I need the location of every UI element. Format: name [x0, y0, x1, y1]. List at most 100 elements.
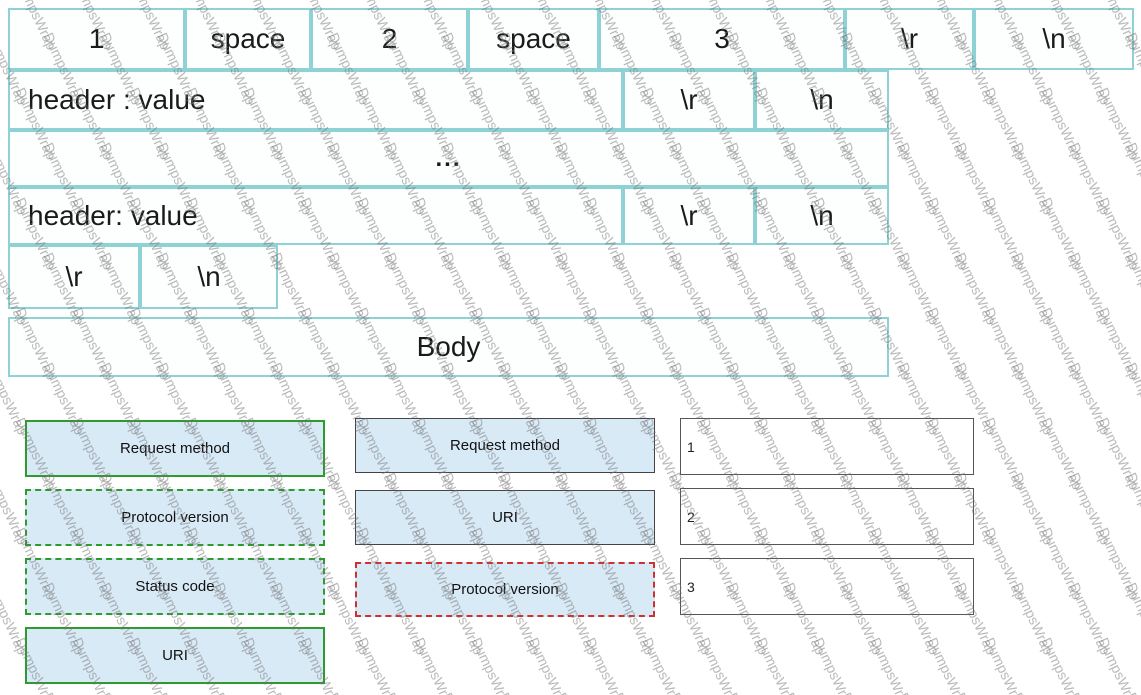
watermark-text: DumpsWrap — [1123, 140, 1141, 218]
target-slot-2[interactable]: 2 — [680, 488, 974, 545]
watermark-text: DumpsWrap — [1123, 580, 1141, 658]
option-uri[interactable]: URI — [25, 627, 325, 684]
watermark-text: DumpsWrap — [1095, 305, 1141, 383]
watermark-text: DumpsWrap — [439, 250, 487, 328]
option-protocol-version[interactable]: Protocol version — [25, 489, 325, 546]
watermark-text: DumpsWrap — [639, 635, 687, 695]
placed-answer-uri[interactable]: URI — [355, 490, 655, 545]
watermark-text: DumpsWrap — [867, 635, 915, 695]
msg-cell-label: space — [210, 23, 286, 54]
msg-cell-label: header: value — [28, 200, 198, 231]
watermark-text: DumpsWrap — [1066, 470, 1114, 548]
watermark-text: DumpsWrap — [924, 305, 972, 383]
watermark-text: DumpsWrap — [1095, 525, 1141, 603]
watermark-text: DumpsWrap — [667, 250, 715, 328]
watermark-text: DumpsWrap — [810, 635, 858, 695]
msg-cell-cr-3: \r — [623, 187, 755, 245]
msg-cell-label: \r — [900, 23, 919, 54]
option-status-code[interactable]: Status code — [25, 558, 325, 615]
watermark-text: DumpsWrap — [354, 635, 402, 695]
placed-answer-request-method[interactable]: Request method — [355, 418, 655, 473]
watermark-text: DumpsWrap — [1009, 360, 1057, 438]
watermark-text: DumpsWrap — [325, 690, 372, 695]
watermark-text: DumpsWrap — [924, 635, 972, 695]
watermark-text: DumpsWrap — [1095, 195, 1141, 273]
watermark-text: DumpsWrap — [1038, 85, 1086, 163]
watermark-text: DumpsWrap — [439, 690, 486, 695]
target-slot-3[interactable]: 3 — [680, 558, 974, 615]
watermark-text: DumpsWrap — [496, 250, 544, 328]
watermark-text: DumpsWrap — [1123, 250, 1141, 328]
watermark-text: DumpsWrap — [1009, 690, 1056, 695]
msg-cell-lf-2: \n — [755, 70, 889, 130]
watermark-text: DumpsWrap — [1066, 250, 1114, 328]
watermark-text: DumpsWrap — [553, 250, 601, 328]
watermark-text: DumpsWrap — [981, 305, 1029, 383]
msg-cell-token-3: 3 — [599, 8, 845, 70]
option-label: Request method — [119, 440, 231, 457]
watermark-text: DumpsWrap — [610, 690, 657, 695]
msg-cell-label: 3 — [714, 23, 730, 54]
watermark-text: DumpsWrap — [1038, 305, 1086, 383]
option-label: URI — [162, 647, 188, 664]
watermark-text: DumpsWrap — [924, 195, 972, 273]
watermark-text: DumpsWrap — [667, 690, 714, 695]
watermark-text: DumpsWrap — [1009, 470, 1057, 548]
watermark-text: DumpsWrap — [1038, 525, 1086, 603]
watermark-text: DumpsWrap — [0, 525, 3, 603]
msg-cell-label: \n — [810, 200, 834, 231]
msg-cell-body: Body — [8, 317, 889, 377]
watermark-text: DumpsWrap — [0, 85, 3, 163]
watermark-text: DumpsWrap — [0, 415, 3, 493]
msg-cell-label: Body — [416, 331, 481, 362]
watermark-text: DumpsWrap — [952, 690, 999, 695]
msg-cell-label: \r — [680, 84, 698, 115]
watermark-text: DumpsWrap — [1009, 250, 1057, 328]
option-request-method[interactable]: Request method — [25, 420, 325, 477]
msg-cell-label: header : value — [28, 84, 206, 115]
msg-cell-label: \r — [65, 261, 83, 292]
watermark-text: DumpsWrap — [382, 690, 429, 695]
msg-cell-label: \n — [1042, 23, 1066, 54]
target-slot-label: 2 — [687, 508, 695, 525]
watermark-text: DumpsWrap — [895, 250, 943, 328]
msg-cell-label: 1 — [88, 23, 105, 54]
msg-cell-cr-4: \r — [8, 245, 140, 309]
watermark-text: DumpsWrap — [981, 635, 1029, 695]
watermark-text: DumpsWrap — [1123, 470, 1141, 548]
watermark-text: DumpsWrap — [753, 635, 801, 695]
watermark-text: DumpsWrap — [1066, 360, 1114, 438]
watermark-text: DumpsWrap — [781, 690, 828, 695]
watermark-text: DumpsWrap — [1038, 635, 1086, 695]
watermark-text: DumpsWrap — [0, 690, 31, 695]
target-slot-1[interactable]: 1 — [680, 418, 974, 475]
watermark-text: DumpsWrap — [981, 195, 1029, 273]
watermark-text: DumpsWrap — [0, 195, 3, 273]
watermark-text: DumpsWrap — [582, 635, 630, 695]
msg-cell-label: ... — [435, 144, 462, 172]
watermark-text: DumpsWrap — [895, 690, 942, 695]
msg-cell-label: \n — [197, 261, 221, 292]
watermark-text: DumpsWrap — [696, 635, 744, 695]
watermark-text: DumpsWrap — [154, 690, 201, 695]
watermark-text: DumpsWrap — [411, 635, 459, 695]
msg-cell-space-1: space — [185, 8, 311, 70]
watermark-text: DumpsWrap — [97, 690, 144, 695]
watermark-text: DumpsWrap — [1095, 635, 1141, 695]
watermark-text: DumpsWrap — [952, 140, 1000, 218]
watermark-text: DumpsWrap — [1066, 690, 1113, 695]
watermark-text: DumpsWrap — [1095, 415, 1141, 493]
msg-cell-lf-3: \n — [755, 187, 889, 245]
watermark-text: DumpsWrap — [838, 690, 885, 695]
watermark-text: DumpsWrap — [1009, 580, 1057, 658]
msg-cell-lf-1: \n — [974, 8, 1134, 70]
watermark-text: DumpsWrap — [1038, 195, 1086, 273]
watermark-text: DumpsWrap — [0, 0, 3, 53]
watermark-text: DumpsWrap — [981, 525, 1029, 603]
watermark-text: DumpsWrap — [924, 85, 972, 163]
watermark-text: DumpsWrap — [0, 635, 3, 695]
msg-cell-label: space — [496, 23, 571, 54]
placed-answer-protocol-version[interactable]: Protocol version — [355, 562, 655, 617]
watermark-text: DumpsWrap — [895, 140, 943, 218]
